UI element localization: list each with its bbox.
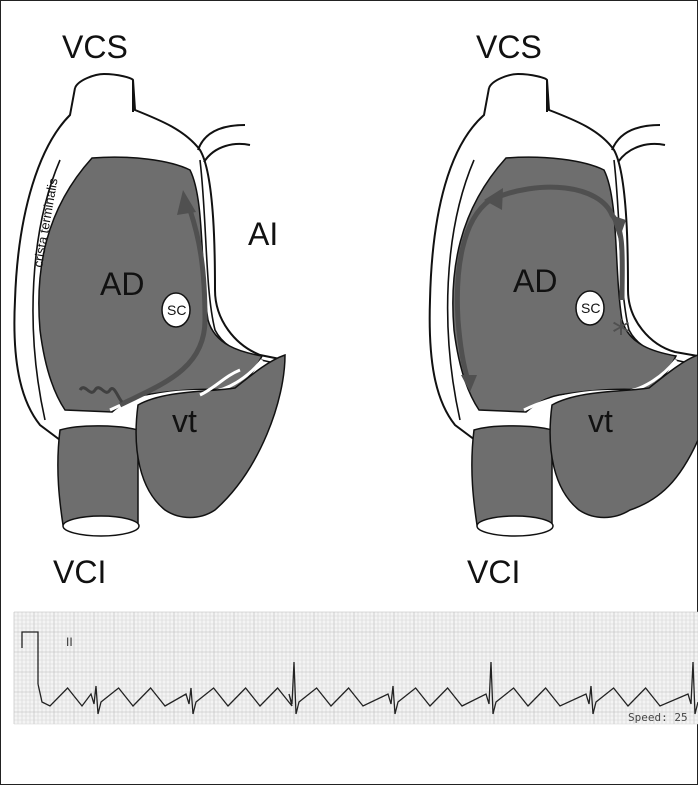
right-vcs-label: VCS: [476, 29, 542, 65]
ecg-lead-label: II: [66, 635, 73, 649]
left-sc-label: SC: [167, 302, 186, 318]
right-ad-label: AD: [513, 263, 557, 299]
right-vci-opening: [477, 516, 553, 536]
left-ad-label: AD: [100, 266, 144, 302]
left-vci-label: VCI: [53, 554, 106, 590]
left-vt-label: vt: [172, 403, 197, 439]
ecg-speed-label: Speed: 25: [628, 711, 688, 724]
right-star-symbol: *: [612, 313, 630, 354]
left-vci-opening: [63, 516, 139, 536]
right-vci-label: VCI: [467, 554, 520, 590]
ecg-strip: II Speed: 25: [14, 612, 698, 724]
left-vcs-label: VCS: [62, 29, 128, 65]
right-sc-label: SC: [581, 300, 600, 316]
right-vt-label: vt: [588, 403, 613, 439]
left-ai-label: AI: [248, 216, 278, 252]
